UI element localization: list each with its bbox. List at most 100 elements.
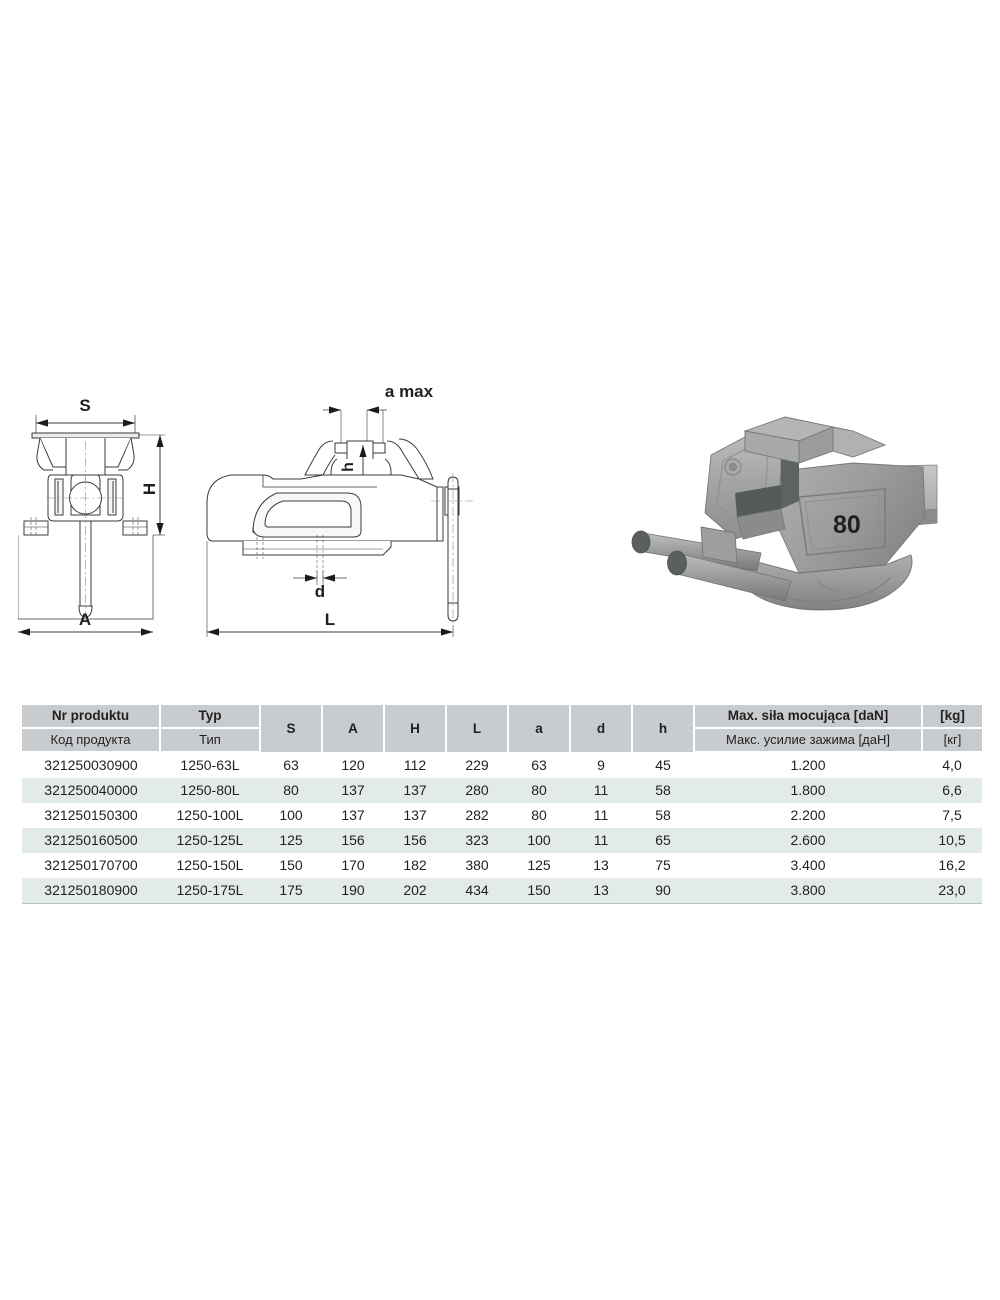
cell-a-lower: 100 [508,828,570,853]
header-dim-l: L [446,705,509,752]
bench-vise-illustration: 80 [631,416,938,611]
cell-type: 1250-100L [160,803,260,828]
cell-d: 13 [570,878,632,904]
header-type-ru: Тип [160,728,261,753]
cell-s: 125 [260,828,322,853]
cell-code: 321250180900 [22,878,160,904]
cell-a-lower: 63 [508,752,570,778]
cell-kg: 16,2 [922,853,982,878]
table-header: Nr produktu Typ S A H L a d h Max. siła … [22,705,982,753]
cell-l: 280 [446,778,508,803]
cell-kg: 23,0 [922,878,982,904]
figures-band: S H A [0,375,1000,675]
header-dim-s: S [260,705,323,752]
cell-kg: 7,5 [922,803,982,828]
header-force-ru: Макс. усилие зажима [даН] [694,728,923,753]
cell-l: 229 [446,752,508,778]
cell-type: 1250-80L [160,778,260,803]
vise-body-marking: 80 [833,511,861,539]
cell-force: 3.400 [694,853,922,878]
cell-force: 1.200 [694,752,922,778]
cell-h: 112 [384,752,446,778]
cell-a-lower: 80 [508,778,570,803]
header-code-ru: Код продукта [22,728,161,753]
table-header-row-pl: Nr produktu Typ S A H L a d h Max. siła … [22,705,982,752]
side-view-svg: a max h d L [206,382,473,637]
cell-a-lower: 125 [508,853,570,878]
cell-h-lower: 45 [632,752,694,778]
side-view-drawing: a max h d L [205,375,495,670]
cell-type: 1250-63L [160,752,260,778]
specification-table-container: Nr produktu Typ S A H L a d h Max. siła … [22,705,982,904]
side-view-label-d: d [315,582,325,601]
cell-a-lower: 150 [508,878,570,904]
cell-force: 3.800 [694,878,922,904]
header-dim-d: d [570,705,633,752]
cell-s: 80 [260,778,322,803]
cell-h: 202 [384,878,446,904]
cell-force: 1.800 [694,778,922,803]
header-type-pl: Typ [160,705,261,729]
cell-s: 100 [260,803,322,828]
cell-s: 175 [260,878,322,904]
cell-d: 11 [570,778,632,803]
cell-h: 137 [384,803,446,828]
cell-code: 321250040000 [22,778,160,803]
cell-h-lower: 90 [632,878,694,904]
cell-h: 156 [384,828,446,853]
side-view-label-a-max: a max [385,382,434,401]
cell-force: 2.200 [694,803,922,828]
cell-d: 11 [570,828,632,853]
cell-kg: 10,5 [922,828,982,853]
cell-a: 190 [322,878,384,904]
cell-code: 321250160500 [22,828,160,853]
cell-l: 434 [446,878,508,904]
front-view-svg: S H A [17,396,165,636]
front-view-label-h: H [140,483,159,495]
cell-code: 321250150300 [22,803,160,828]
front-view-drawing: S H A [17,375,193,670]
cell-code: 321250030900 [22,752,160,778]
side-view-label-h: h [340,462,357,472]
cell-a: 156 [322,828,384,853]
cell-d: 13 [570,853,632,878]
cell-l: 380 [446,853,508,878]
cell-d: 11 [570,803,632,828]
cell-a: 137 [322,778,384,803]
header-dim-a-lower: a [508,705,571,752]
cell-d: 9 [570,752,632,778]
header-weight-ru: [кг] [922,728,982,753]
cell-h: 182 [384,853,446,878]
cell-type: 1250-150L [160,853,260,878]
cell-code: 321250170700 [22,853,160,878]
cell-h-lower: 58 [632,803,694,828]
bench-vise-photo: 80 [585,405,975,640]
cell-force: 2.600 [694,828,922,853]
header-force-pl: Max. siła mocująca [daN] [694,705,923,729]
header-dim-h-upper: H [384,705,447,752]
cell-a: 137 [322,803,384,828]
front-view-label-s: S [79,396,90,415]
cell-h-lower: 65 [632,828,694,853]
cell-kg: 6,6 [922,778,982,803]
cell-s: 150 [260,853,322,878]
side-view-label-l: L [325,610,335,629]
cell-l: 282 [446,803,508,828]
header-code-pl: Nr produktu [22,705,161,729]
cell-h: 137 [384,778,446,803]
cell-h-lower: 75 [632,853,694,878]
cell-s: 63 [260,752,322,778]
cell-a: 170 [322,853,384,878]
header-dim-a: A [322,705,385,752]
cell-a: 120 [322,752,384,778]
header-dim-h-lower: h [632,705,695,752]
cell-type: 1250-125L [160,828,260,853]
header-weight-pl: [kg] [922,705,982,729]
cell-kg: 4,0 [922,752,982,778]
